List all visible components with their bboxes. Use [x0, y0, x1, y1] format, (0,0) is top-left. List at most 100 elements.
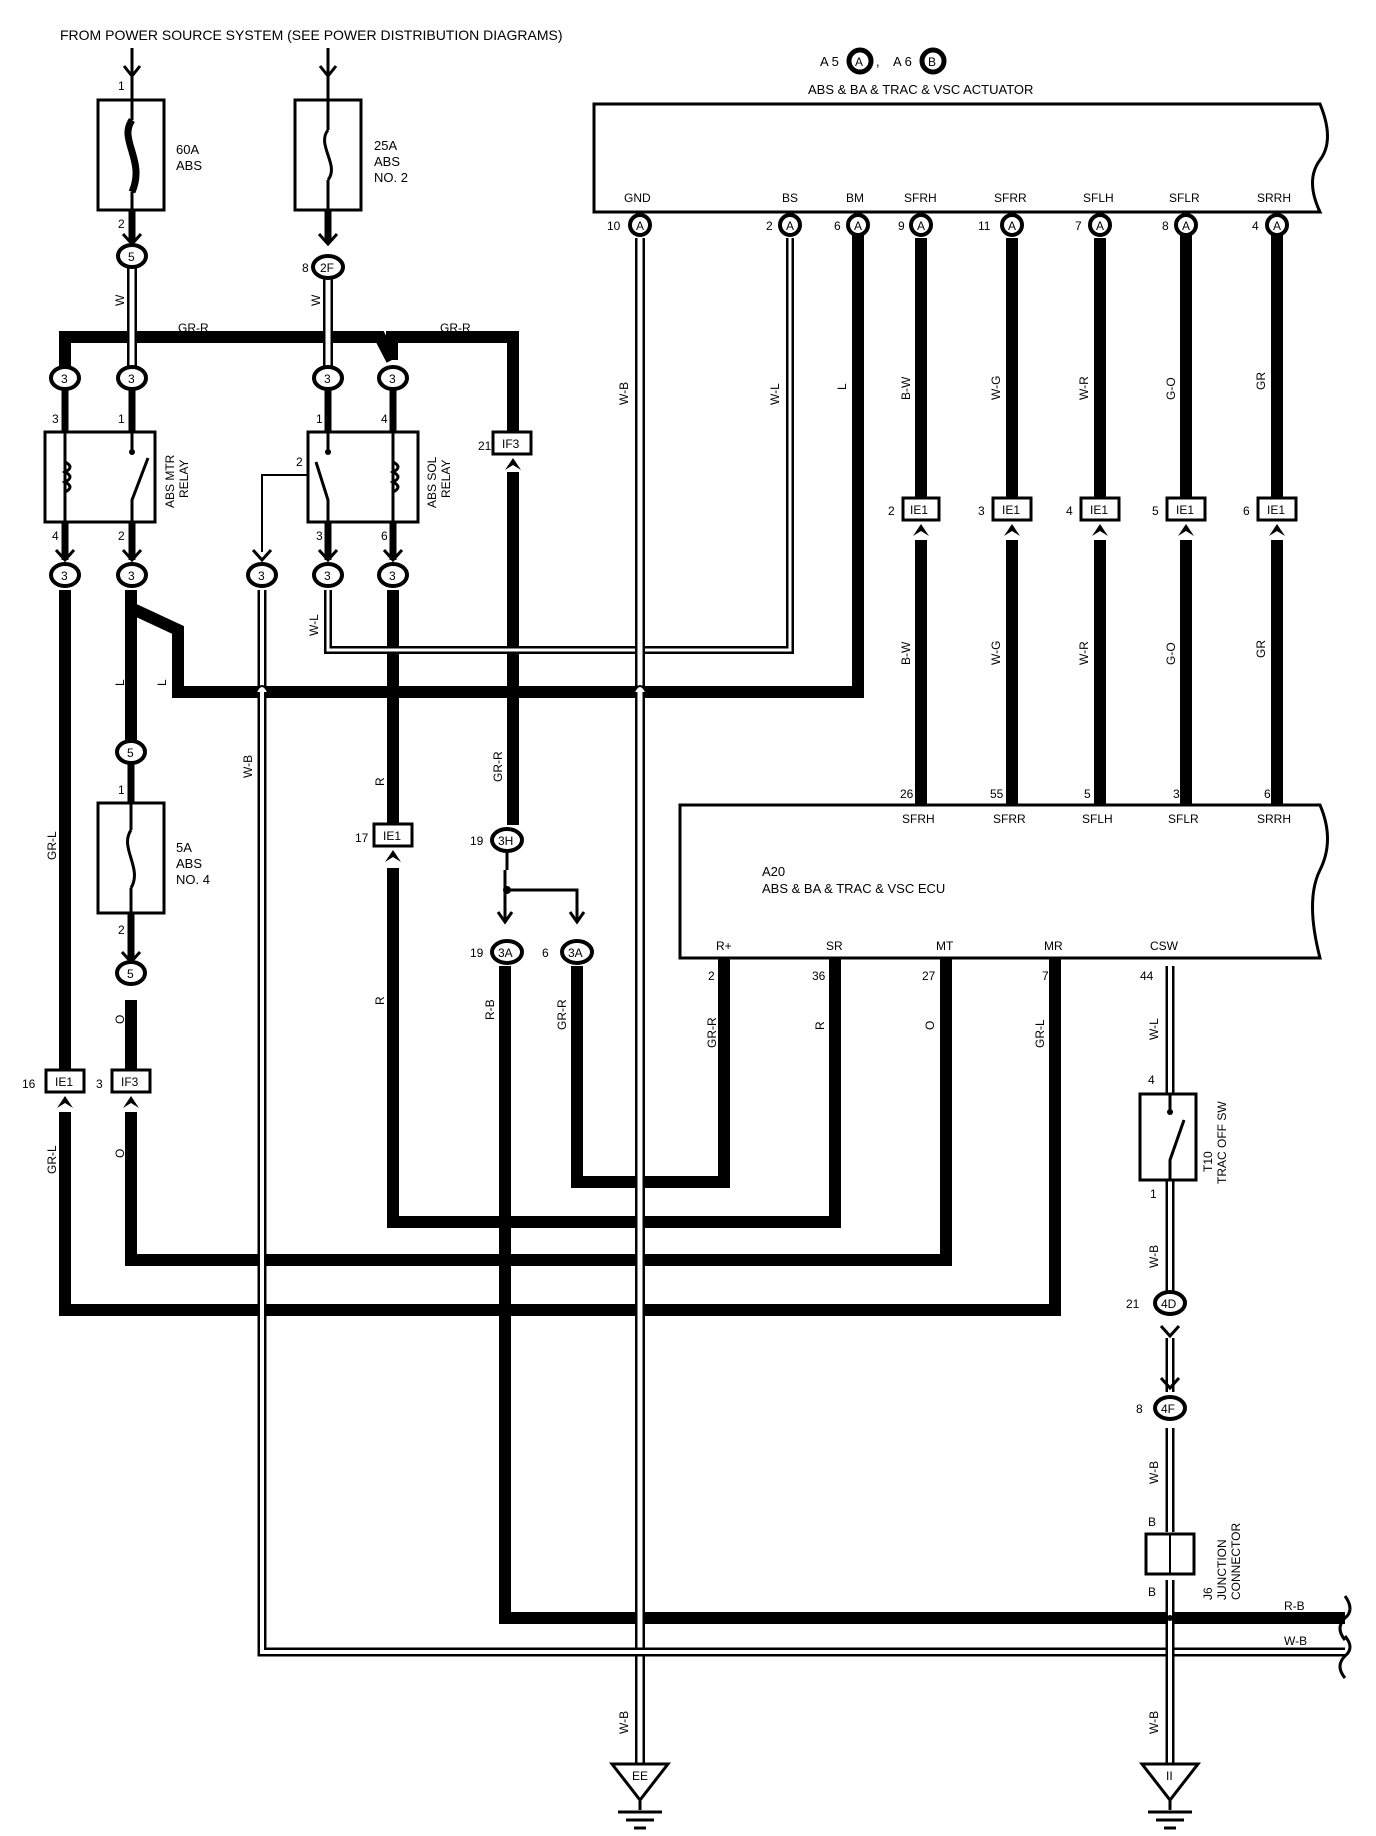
svg-text:5: 5 [127, 746, 134, 760]
svg-text:3: 3 [324, 372, 331, 386]
svg-text:1: 1 [316, 412, 323, 426]
svg-text:ABS: ABS [374, 154, 400, 169]
svg-text:55: 55 [990, 787, 1004, 801]
svg-text:W-B: W-B [1147, 1461, 1161, 1484]
svg-text:T10: T10 [1201, 1151, 1215, 1172]
svg-text:O: O [923, 1021, 937, 1030]
wire-crossing-hump [255, 685, 269, 693]
svg-text:26: 26 [900, 787, 914, 801]
svg-text:3: 3 [128, 569, 135, 583]
connector-4d: 21 4D [1126, 1290, 1187, 1339]
svg-text:GR: GR [1254, 640, 1268, 658]
svg-text:IE1: IE1 [910, 503, 928, 517]
svg-text:SRRH: SRRH [1257, 812, 1291, 826]
svg-text:4: 4 [1066, 504, 1073, 518]
wire-l-bm [125, 222, 864, 698]
svg-text:TRAC OFF SW: TRAC OFF SW [1215, 1101, 1229, 1184]
svg-text:2: 2 [118, 923, 125, 937]
svg-text:9: 9 [898, 219, 905, 233]
svg-text:,: , [876, 54, 880, 69]
svg-text:W-B: W-B [1284, 1634, 1307, 1648]
thick-wires [59, 222, 1345, 1624]
svg-text:ABS MTR: ABS MTR [163, 454, 177, 508]
connector-if3-21: 21 IF3 [478, 430, 533, 470]
svg-text:A: A [1096, 219, 1104, 233]
svg-text:5: 5 [128, 250, 135, 264]
svg-text:W-B: W-B [617, 382, 631, 405]
connector-b-badge [919, 47, 947, 75]
svg-text:W-R: W-R [1077, 376, 1091, 400]
wire-r-2 [387, 868, 841, 1228]
svg-text:4: 4 [1252, 219, 1259, 233]
svg-text:3: 3 [389, 569, 396, 583]
svg-text:RELAY: RELAY [177, 460, 191, 498]
svg-text:SFRR: SFRR [993, 812, 1026, 826]
svg-text:SFRH: SFRH [904, 191, 937, 205]
svg-text:IF3: IF3 [121, 1075, 139, 1089]
svg-text:7: 7 [1042, 969, 1049, 983]
svg-text:4D: 4D [1161, 1297, 1177, 1311]
svg-text:1: 1 [1150, 1187, 1157, 1201]
svg-text:11: 11 [978, 219, 991, 233]
relay-abs-sol: 1 4 2 ABS SOL RELAY 3 6 3 3 [296, 412, 453, 588]
svg-text:GND: GND [624, 191, 651, 205]
svg-text:GR-R: GR-R [705, 1017, 719, 1048]
svg-text:2: 2 [118, 217, 125, 231]
svg-text:2: 2 [118, 529, 125, 543]
svg-text:L: L [835, 383, 849, 390]
svg-text:O: O [113, 1149, 127, 1158]
svg-text:3: 3 [324, 569, 331, 583]
svg-text:MR: MR [1044, 939, 1063, 953]
svg-text:J6: J6 [1201, 1587, 1215, 1600]
svg-text:3: 3 [96, 1077, 103, 1091]
svg-text:6: 6 [1264, 787, 1271, 801]
svg-text:CSW: CSW [1150, 939, 1179, 953]
junction-dot [1167, 1615, 1173, 1621]
svg-text:RELAY: RELAY [439, 460, 453, 498]
svg-text:A 6: A 6 [893, 54, 912, 69]
svg-text:GR-L: GR-L [45, 831, 59, 860]
svg-text:W-L: W-L [768, 383, 782, 405]
connector-3h: 19 3H [470, 827, 524, 894]
svg-text:G-O: G-O [1164, 642, 1178, 665]
svg-text:A: A [917, 219, 925, 233]
svg-text:JUNCTION: JUNCTION [1215, 1539, 1229, 1600]
svg-text:3: 3 [389, 372, 396, 386]
svg-text:6: 6 [381, 529, 388, 543]
ie1-connector-sflr: 5 IE1 G-O [1152, 496, 1207, 665]
svg-text:4: 4 [52, 529, 59, 543]
svg-text:6: 6 [542, 946, 549, 960]
svg-text:3H: 3H [498, 834, 513, 848]
svg-text:1: 1 [118, 783, 125, 797]
fuse-25a: 25A ABS NO. 2 8 2F W [293, 48, 408, 306]
svg-text:A: A [786, 219, 794, 233]
svg-text:W-G: W-G [989, 641, 1003, 665]
svg-text:IE1: IE1 [383, 829, 401, 843]
svg-text:16: 16 [22, 1077, 36, 1091]
svg-text:R-B: R-B [1284, 1599, 1305, 1613]
svg-text:W-L: W-L [307, 614, 321, 636]
svg-text:4F: 4F [1161, 1402, 1175, 1416]
svg-text:5: 5 [1084, 787, 1091, 801]
connector-if3-3: 3 IF3 [96, 1068, 152, 1108]
svg-text:IF3: IF3 [502, 437, 520, 451]
svg-text:IE1: IE1 [55, 1075, 73, 1089]
svg-text:2: 2 [888, 504, 895, 518]
svg-text:3: 3 [316, 529, 323, 543]
svg-text:A20: A20 [762, 864, 785, 879]
svg-text:A 5: A 5 [820, 54, 839, 69]
relay-top-connectors: 3 3 3 3 [49, 365, 409, 432]
svg-text:A: A [636, 219, 644, 233]
svg-text:R: R [373, 777, 387, 786]
connector-3a-left: 19 3A [470, 911, 524, 965]
svg-text:ABS: ABS [176, 856, 202, 871]
svg-text:A: A [854, 219, 862, 233]
svg-text:B: B [928, 55, 936, 69]
